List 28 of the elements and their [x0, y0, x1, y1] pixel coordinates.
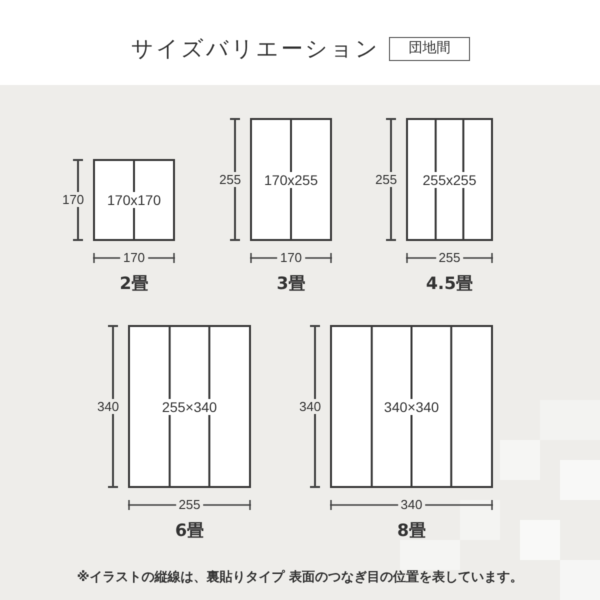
- size-label: 255×340: [160, 398, 219, 414]
- tatami-size-label: 2畳: [120, 273, 148, 295]
- rug-drawing: [250, 118, 332, 241]
- size-label: 340×340: [382, 398, 441, 414]
- dimension-label: 340: [299, 398, 321, 414]
- rug-drawing: [406, 118, 493, 241]
- title: サイズバリエーション: [131, 36, 380, 64]
- tag-badge: 団地間: [389, 37, 470, 61]
- size-label: 170x255: [262, 172, 320, 188]
- tatami-size-label: 3畳: [276, 273, 306, 295]
- dimension-label: 170: [120, 250, 148, 265]
- footnote: ※イラストの縦線は、裏貼りタイプ 表面のつなぎ目の位置を表しています。: [76, 568, 524, 586]
- dimension-label: 255: [436, 250, 464, 265]
- dimension-label: 340: [398, 497, 426, 512]
- dimension-label: 255: [375, 172, 397, 186]
- dimension-label: 170: [62, 192, 84, 207]
- size-label: 255x255: [420, 172, 478, 188]
- rug-drawing: [330, 325, 493, 488]
- dimension-label: 255: [176, 497, 204, 512]
- dimension-label: 255: [219, 172, 241, 186]
- size-label: 170x170: [105, 192, 163, 208]
- dimension-label: 170: [277, 250, 305, 265]
- tatami-size-label: 6畳: [175, 520, 204, 542]
- rug-drawing: [128, 325, 251, 488]
- dimension-label: 340: [97, 398, 119, 414]
- rug-drawing: [93, 159, 175, 241]
- tatami-size-label: 4.5畳: [426, 273, 474, 295]
- tatami-size-label: 8畳: [397, 520, 426, 542]
